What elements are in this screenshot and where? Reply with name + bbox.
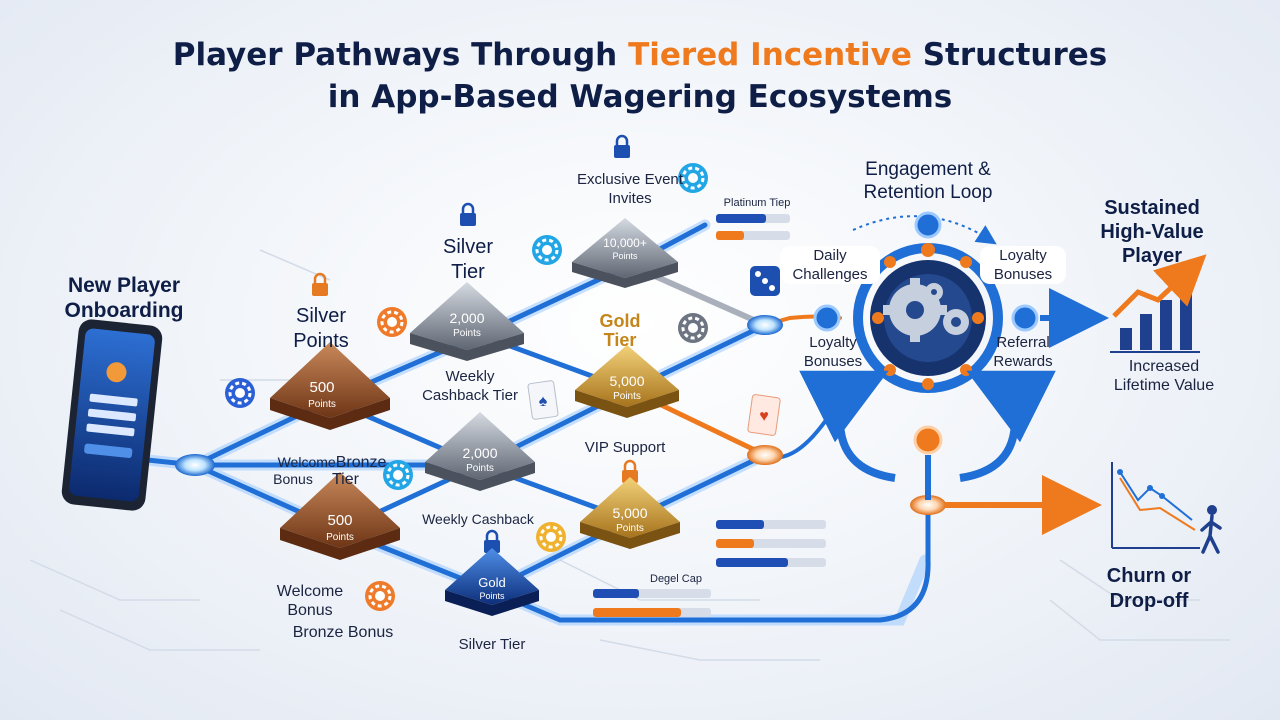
chip-icon [377, 307, 407, 337]
pyramid-value: 2,000 [449, 310, 484, 326]
path-junction-nodes [175, 315, 946, 515]
pyramid-silver-upper: 2,000 Points [410, 282, 524, 361]
casino-chip-icons [225, 163, 708, 611]
svg-text:♥: ♥ [759, 408, 769, 425]
pyramid-value: 5,000 [609, 373, 644, 389]
playing-card-icon: ♠ [527, 380, 559, 420]
decline-chart-icon [1111, 462, 1200, 549]
title-line-2: in App-Based Wagering Ecosystems [327, 79, 953, 115]
svg-text:♠: ♠ [539, 393, 548, 410]
pyramid-value: 500 [327, 512, 352, 529]
chip-icon [678, 313, 708, 343]
pyramid-gold-upper: 5,000 Points [575, 345, 679, 418]
label-silver-tier-bottom: Silver Tier [458, 636, 526, 653]
pyramid-value: 2,000 [462, 445, 497, 461]
lock-icon [460, 202, 476, 226]
label-weekly-cashback-tier: Weekly Cashback Tier [422, 368, 518, 404]
progress-bar-group-platinum [716, 214, 790, 240]
pyramid-bronze-upper: 500 Points [270, 342, 390, 430]
label-lifetime-value: Increased Lifetime Value [1113, 358, 1215, 394]
loop-badge-icons [872, 243, 984, 390]
phone-illustration [61, 319, 163, 511]
pyramid-value: 10,000+ [603, 236, 647, 250]
progress-bar-group-right [716, 520, 826, 567]
pyramid-unit: Points [479, 591, 505, 601]
label-silver-tier-top: Silver Tier [442, 236, 493, 283]
label-engagement-loop-title: Engagement & Retention Loop [863, 159, 993, 203]
walking-person-icon [1200, 505, 1222, 554]
pyramid-value: Gold [478, 575, 505, 590]
pyramid-unit: Points [453, 328, 481, 339]
pyramid-silver-mid: 2,000 Points [425, 412, 535, 491]
pyramid-unit: Points [613, 391, 641, 402]
label-bronze-bonus: Bronze Bonus [292, 624, 394, 641]
pyramid-unit: Points [616, 523, 644, 534]
label-churn: Churn or Drop-off [1106, 565, 1192, 612]
pyramid-unit: Points [466, 463, 494, 474]
pyramid-unit: Points [612, 251, 638, 261]
chip-icon [532, 235, 562, 265]
pyramid-platinum: 10,000+ Points [572, 218, 678, 288]
playing-card-icon: ♥ [747, 394, 781, 436]
label-referral-rewards: Referral Rewards [993, 334, 1053, 370]
label-platinum-tier: Platinum Tiep [723, 197, 791, 209]
pyramid-value: 500 [309, 379, 334, 396]
label-sustained-player: Sustained High-Value Player [1100, 197, 1204, 267]
label-vip-support: VIP Support [584, 439, 666, 456]
lock-icon [484, 529, 500, 553]
chip-icon [536, 522, 566, 552]
chip-icon [383, 460, 413, 490]
label-gold-tier: Gold Tier [599, 311, 641, 350]
lock-icon [622, 459, 638, 483]
engagement-loop [799, 211, 1056, 500]
pyramid-unit: Points [308, 399, 336, 410]
dice-icon [750, 266, 780, 296]
lock-icon [312, 272, 328, 296]
label-loyalty-bonuses-left: Loyalty Bonuses [803, 334, 863, 370]
title-highlight: Tiered Incentive [628, 37, 912, 73]
chip-icon [225, 378, 255, 408]
growth-chart-icon [1110, 254, 1207, 353]
pyramid-bronze-lower: 500 Points [280, 472, 400, 560]
pyramid-value: 5,000 [612, 505, 647, 521]
label-welcome-bonus: Welcome Bonus [276, 583, 344, 619]
chip-icon [365, 581, 395, 611]
pyramid-unit: Points [326, 532, 354, 543]
label-weekly-cashback: Weekly Cashback [422, 511, 534, 527]
page-title: Player Pathways Through Tiered Incentive… [0, 34, 1280, 118]
label-silver-points: Silver Points [293, 305, 349, 352]
label-degel-cap: Degel Cap [650, 573, 702, 585]
label-loyalty-bonuses-top: Loyalty Bonuses [980, 246, 1066, 284]
label-exclusive-event: Exclusive Event Invites [577, 171, 683, 207]
lock-icon [614, 134, 630, 158]
gear-icon [883, 278, 969, 342]
pyramid-gold-lower: 5,000 Points [580, 477, 680, 549]
label-new-player: New Player Onboarding [64, 274, 184, 322]
pyramid-blue: Gold Points [445, 548, 539, 616]
chip-icon [678, 163, 708, 193]
title-line-1: Player Pathways Through Tiered Incentive… [172, 37, 1108, 73]
label-daily-challenges: Daily Challenges [780, 246, 880, 284]
progress-bar-group-bottom [593, 589, 711, 617]
